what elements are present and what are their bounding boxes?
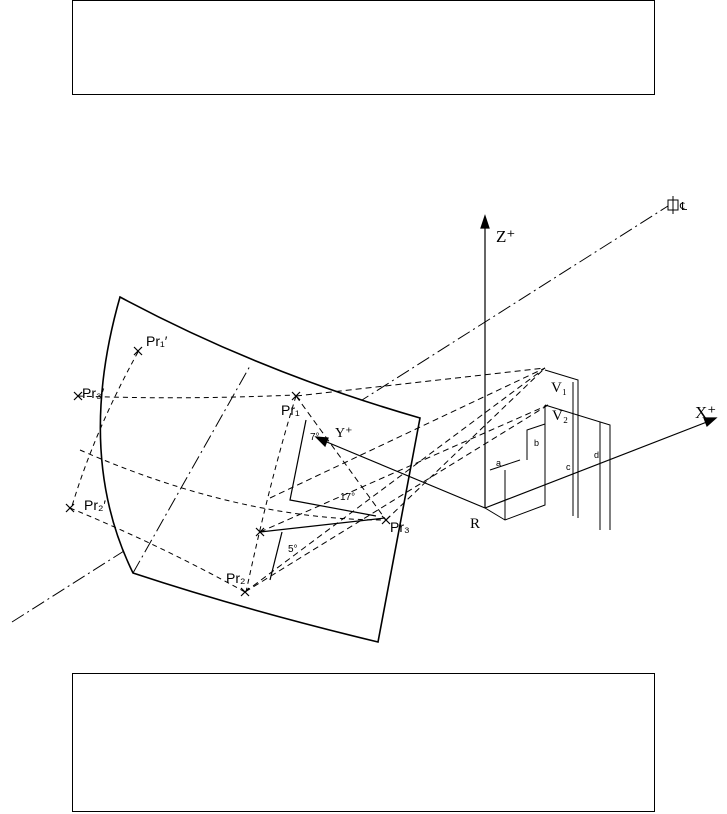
dim-c-label: c xyxy=(566,462,571,472)
pr1-prime-label: Pr₁′ xyxy=(146,333,168,349)
angle-construction xyxy=(259,419,386,581)
pr3-prime-label: Pr₃′ xyxy=(82,385,105,401)
pr1-label: Pr₁ xyxy=(281,402,300,418)
pr2-prime-label: Pr₂′ xyxy=(84,497,106,513)
v1-label: V₁ xyxy=(551,380,567,396)
screen-centerline xyxy=(132,365,251,574)
dim-b-label: b xyxy=(534,438,539,448)
centerline-label: ℄ xyxy=(679,201,687,213)
angle-7-label: 7° xyxy=(310,432,320,443)
projection-rays xyxy=(244,367,549,593)
origin-label: R xyxy=(470,516,480,532)
z-axis-label: Z⁺ xyxy=(496,227,515,246)
bottom-caption-box xyxy=(72,673,655,812)
viewer-box xyxy=(484,369,611,530)
axes xyxy=(314,214,718,509)
pr2-label: Pr₂ xyxy=(226,570,245,586)
dim-a-label: a xyxy=(496,458,501,468)
pr3-label: Pr₃ xyxy=(390,519,410,535)
v2-label: V₂ xyxy=(552,408,568,424)
centerline-symbol xyxy=(667,196,679,214)
y-axis-label: Y⁺ xyxy=(335,426,353,441)
x-axis-label: X⁺ xyxy=(695,403,716,422)
angle-5-label: 5° xyxy=(288,544,298,555)
screen-grid xyxy=(69,351,386,593)
angle-17-label: 17° xyxy=(340,492,355,503)
curved-screen xyxy=(99,295,421,643)
top-caption-box xyxy=(72,0,655,95)
dim-d-label: d xyxy=(594,450,599,460)
point-markers xyxy=(65,346,391,597)
